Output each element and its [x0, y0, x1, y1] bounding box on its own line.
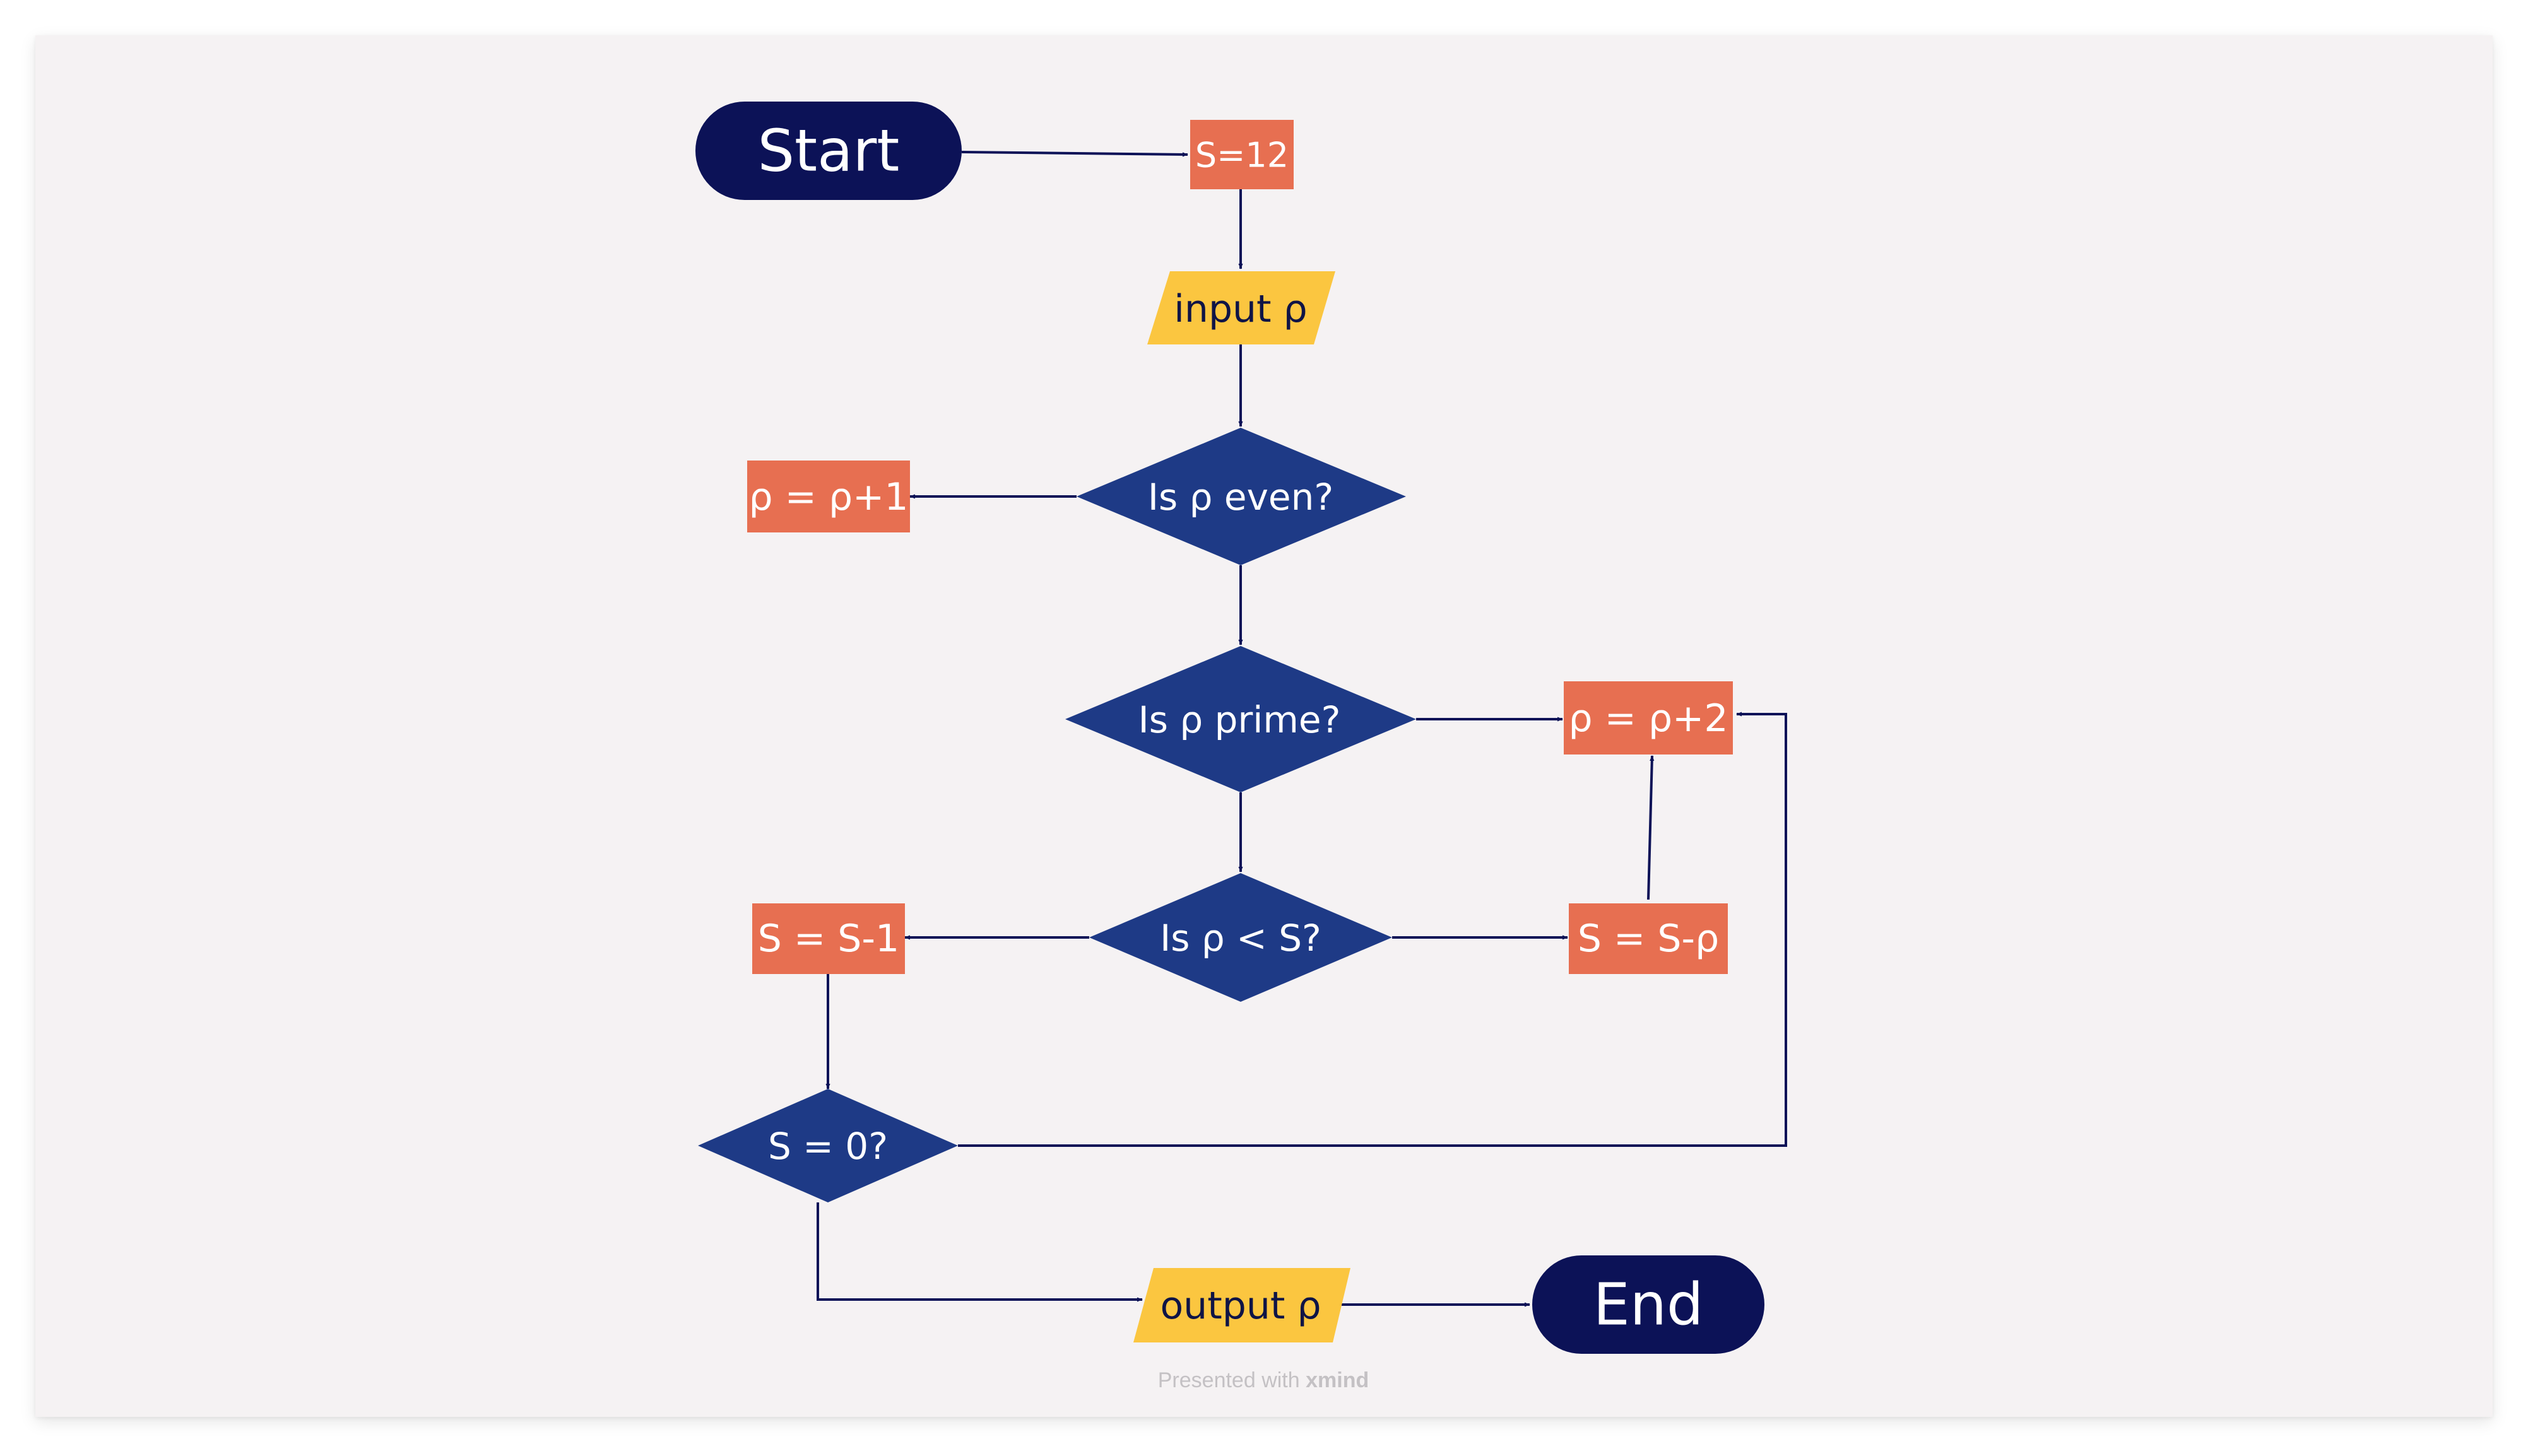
s-zero-label: S = 0?: [768, 1125, 888, 1168]
node-s-minus-1[interactable]: S = S-1: [752, 903, 905, 974]
end-terminal-shape: [1532, 1255, 1764, 1354]
p-plus-2-shape: [1564, 681, 1733, 754]
node-init-s[interactable]: S=12: [1190, 120, 1294, 189]
node-p-plus-2[interactable]: ρ = ρ+2: [1564, 681, 1733, 754]
s-minus-1-shape: [752, 903, 905, 974]
input-p-shape: [1147, 271, 1335, 344]
s-minus-p-shape: [1569, 903, 1728, 974]
s-minus-1-label: S = S-1: [758, 917, 899, 961]
p-less-s-label: Is ρ < S?: [1160, 917, 1321, 960]
node-output-p[interactable]: output ρ: [1133, 1268, 1350, 1342]
output-p-shape: [1133, 1268, 1350, 1342]
p-plus-1-shape: [747, 461, 910, 532]
node-s-minus-p[interactable]: S = S-ρ: [1569, 903, 1728, 974]
edge-s-minus-p-to-p-plus-2: [1647, 755, 1655, 900]
is-even-label: Is ρ even?: [1148, 476, 1333, 519]
s-minus-p-label: S = S-ρ: [1578, 917, 1719, 961]
node-end[interactable]: End: [1532, 1255, 1764, 1354]
node-is-even[interactable]: Is ρ even?: [1077, 428, 1406, 565]
input-p-label: input ρ: [1174, 287, 1308, 331]
is-even-shape: [1077, 428, 1406, 565]
nodes-layer: Start S=12 input ρ Is ρ even? ρ = ρ+1: [695, 102, 1764, 1354]
node-p-less-s[interactable]: Is ρ < S?: [1089, 873, 1392, 1002]
edge-zero-to-p-plus-2: [958, 712, 1787, 1147]
edge-start-to-init: [961, 151, 1188, 157]
footer-brand: xmind: [1306, 1368, 1369, 1392]
start-terminal-shape: [695, 102, 962, 200]
node-start[interactable]: Start: [695, 102, 962, 200]
is-prime-label: Is ρ prime?: [1138, 698, 1341, 741]
node-s-zero[interactable]: S = 0?: [698, 1089, 958, 1202]
edges-layer: [817, 151, 1787, 1307]
node-input-p[interactable]: input ρ: [1147, 271, 1335, 344]
s-zero-shape: [698, 1089, 958, 1202]
p-less-s-shape: [1089, 873, 1392, 1002]
init-s-label: S=12: [1195, 136, 1289, 175]
node-p-plus-1[interactable]: ρ = ρ+1: [747, 461, 910, 532]
p-plus-2-label: ρ = ρ+2: [1568, 696, 1728, 741]
footer-attribution: Presented with xmind: [1158, 1368, 1369, 1392]
output-p-label: output ρ: [1160, 1284, 1321, 1328]
init-s-shape: [1190, 120, 1294, 189]
is-prime-shape: [1065, 646, 1416, 792]
end-label: End: [1593, 1271, 1704, 1339]
node-is-prime[interactable]: Is ρ prime?: [1065, 646, 1416, 792]
p-plus-1-label: ρ = ρ+1: [748, 475, 908, 519]
start-label: Start: [758, 117, 900, 185]
edge-zero-to-output: [817, 1202, 1143, 1302]
footer-prefix: Presented with: [1158, 1368, 1300, 1392]
